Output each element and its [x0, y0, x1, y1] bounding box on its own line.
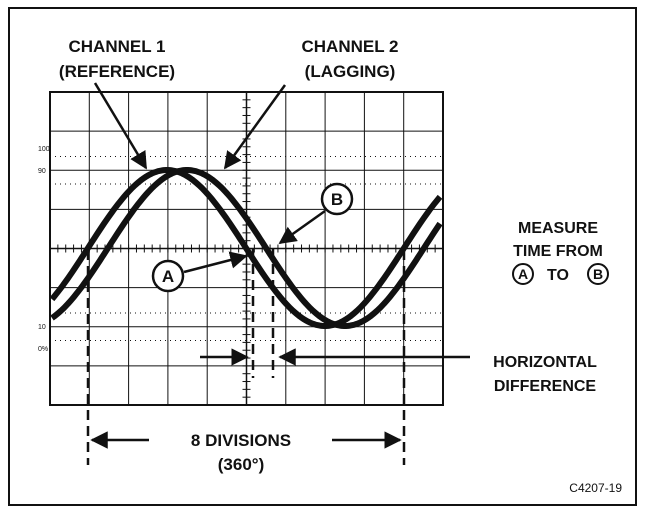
channel-1-sublabel: (REFERENCE)	[59, 62, 175, 81]
measure-b-label: B	[593, 266, 603, 282]
mark-100: 100	[38, 146, 50, 153]
measure-label: MEASURE	[518, 220, 598, 237]
channel-2-label: CHANNEL 2	[302, 37, 399, 56]
channel-1-pointer	[93, 82, 148, 170]
channel-1-waveform	[49, 167, 443, 329]
measure-time-from: TIME FROM	[513, 243, 603, 260]
measure-a-circle	[512, 263, 534, 285]
point-a-label: A	[162, 267, 174, 286]
mark-10: 10	[38, 324, 46, 331]
channel-2-pointer	[223, 84, 287, 170]
point-a-pointer	[183, 251, 248, 274]
mark-0: 0%	[38, 346, 48, 353]
point-b-circle	[320, 182, 354, 216]
mark-90: 90	[38, 168, 46, 175]
point-b-pointer	[278, 209, 326, 245]
divisions-degrees: (360°)	[218, 455, 264, 474]
measure-a-label: A	[518, 266, 528, 282]
measure-to-word: TO	[547, 267, 569, 284]
figure-id: C4207-19	[569, 481, 622, 495]
channel-2-waveform	[50, 167, 443, 329]
channel-2-sublabel: (LAGGING)	[305, 62, 396, 81]
point-b-label: B	[331, 190, 343, 209]
measure-b-circle	[587, 263, 609, 285]
divisions-label: 8 DIVISIONS	[191, 431, 291, 450]
figure-border	[8, 7, 637, 506]
difference-label: DIFFERENCE	[494, 378, 597, 395]
horizontal-label: HORIZONTAL	[493, 354, 597, 371]
channel-1-label: CHANNEL 1	[69, 37, 166, 56]
point-a-circle	[151, 259, 185, 293]
